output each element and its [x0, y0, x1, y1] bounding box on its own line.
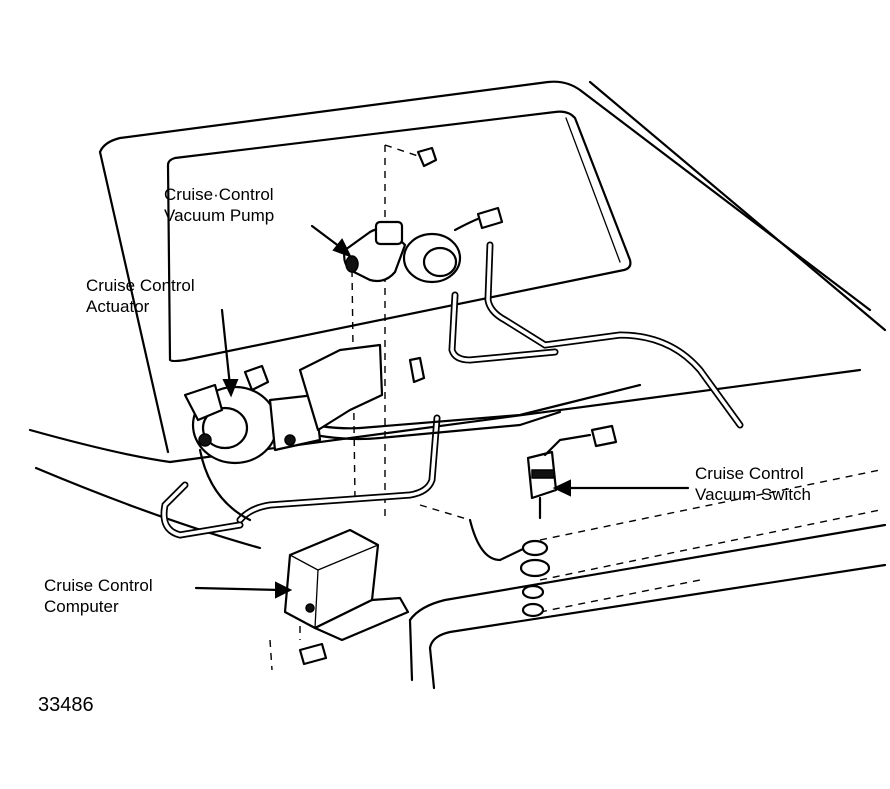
computer-label-line1: Cruise Control	[44, 576, 153, 595]
vacuum-switch-label-line2: Vacuum Switch	[695, 485, 811, 504]
actuator-part	[183, 343, 426, 465]
vacuum-switch-label-line1: Cruise Control	[695, 464, 804, 483]
vacuum-pump-part	[343, 146, 504, 284]
vacuum-switch-label: Cruise Control Vacuum Switch	[695, 463, 811, 505]
vacuum-switch-part	[519, 424, 618, 618]
computer-label-line2: Computer	[44, 597, 119, 616]
vacuum-pump-label-line2: Vacuum Pump	[164, 206, 275, 225]
vacuum-pump-label: Cruise·Control Vacuum Pump	[164, 184, 274, 226]
actuator-label: Cruise Control Actuator	[86, 275, 195, 317]
computer-label: Cruise Control Computer	[44, 575, 153, 617]
actuator-label-line1: Cruise Control	[86, 276, 195, 295]
actuator-label-line2: Actuator	[86, 297, 150, 316]
leader-arrows	[194, 224, 690, 599]
vacuum-hoses	[160, 241, 744, 539]
vacuum-pump-label-line1: Cruise·Control	[164, 185, 274, 204]
computer-part	[283, 528, 410, 666]
vehicle-body-outline	[28, 80, 887, 690]
figure-number: 33486	[38, 694, 94, 716]
